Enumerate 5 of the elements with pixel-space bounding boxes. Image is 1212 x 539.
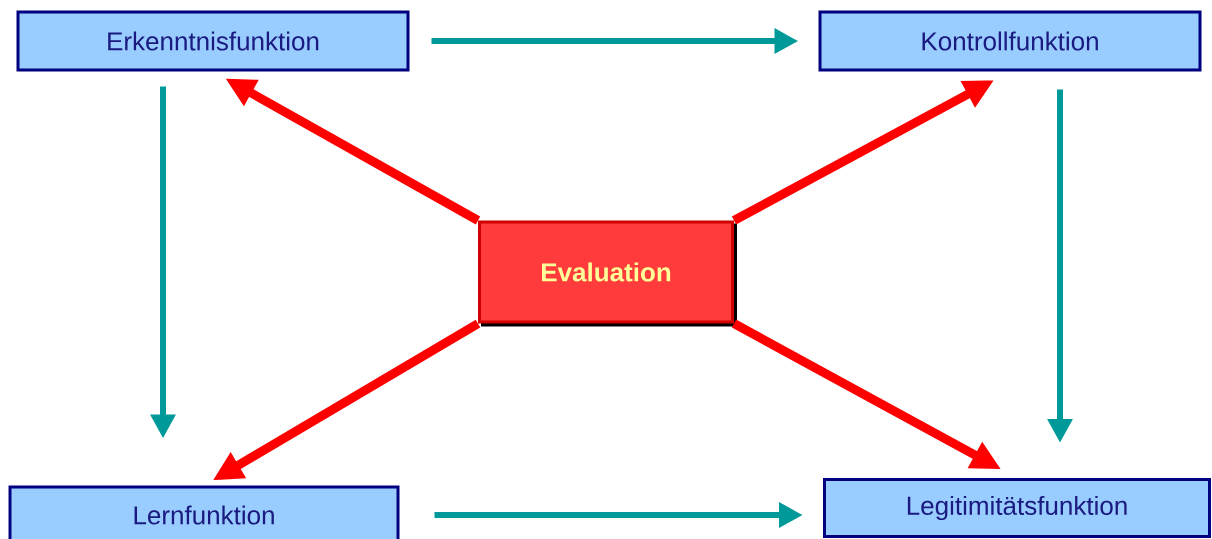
function-box: Kontrollfunktion	[818, 10, 1202, 72]
function-box: Legitimitätsfunktion	[823, 478, 1211, 538]
function-box: Lernfunktion	[8, 485, 400, 539]
function-box: Erkenntnisfunktion	[16, 10, 410, 72]
evaluation-box: Evaluation	[478, 220, 737, 327]
